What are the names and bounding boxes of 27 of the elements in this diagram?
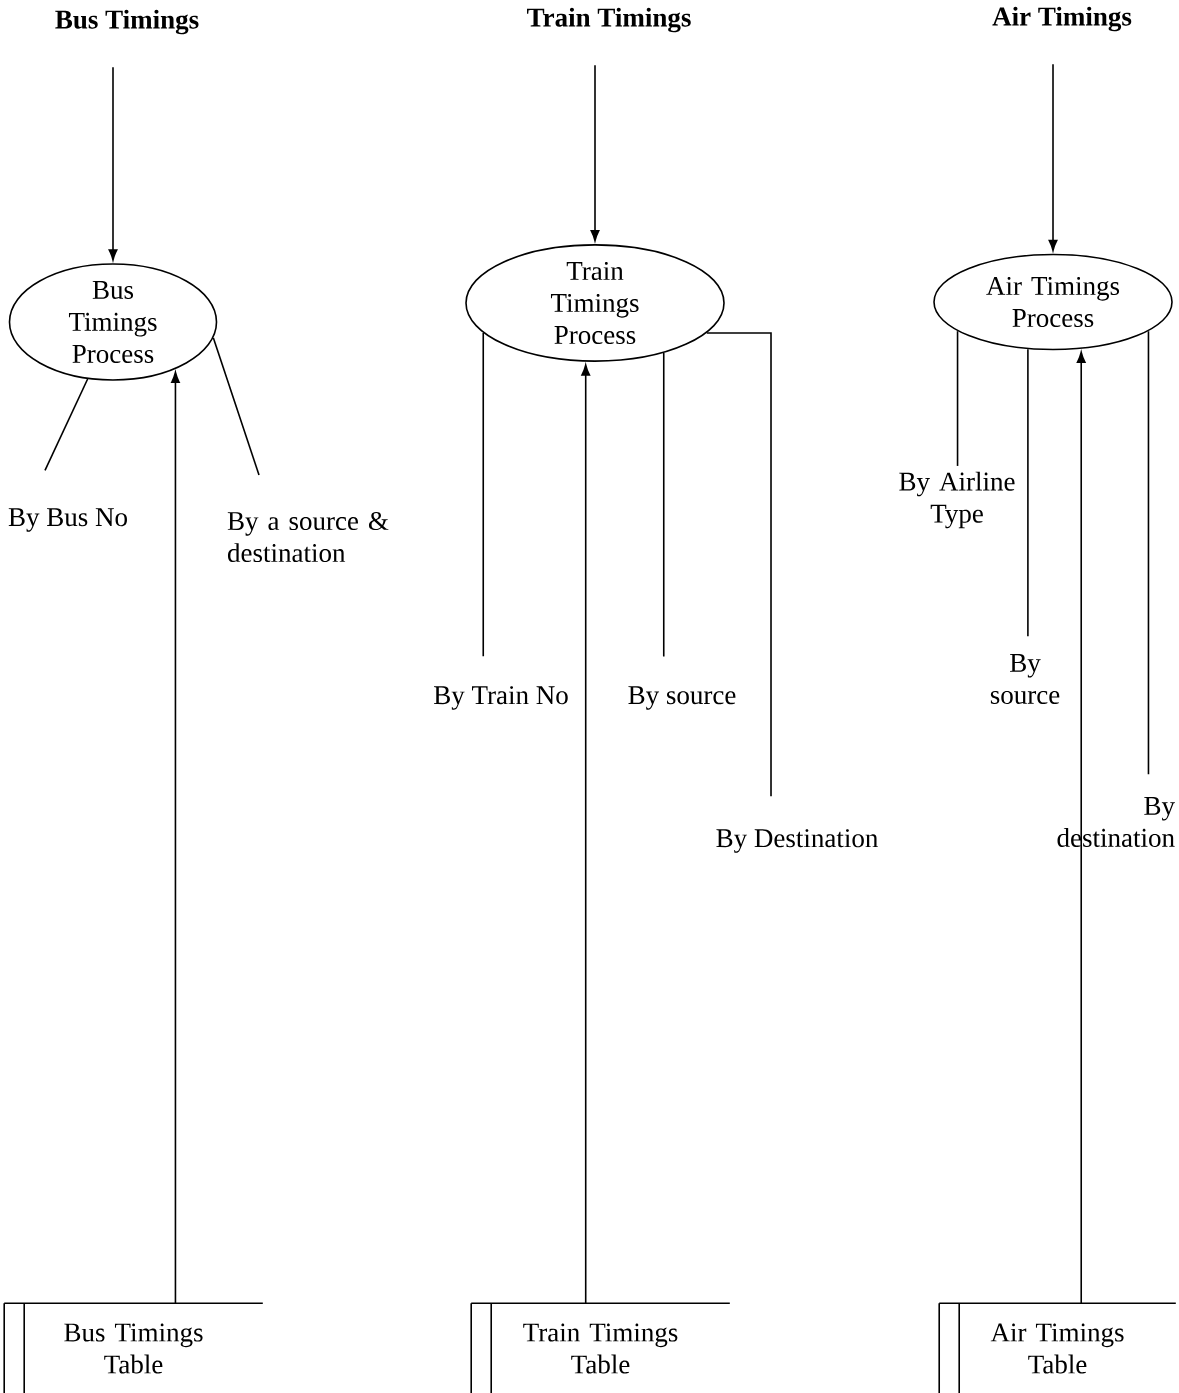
edge-label: By source bbox=[990, 654, 1060, 704]
edge-label: By source bbox=[628, 686, 736, 710]
heading: Train Timings bbox=[527, 7, 691, 33]
edge-label: By Destination bbox=[716, 829, 878, 853]
connector-line bbox=[44, 378, 89, 472]
connector-line bbox=[662, 352, 665, 658]
connector-line bbox=[482, 332, 485, 658]
connector-line bbox=[705, 332, 772, 798]
edge-label: By a source & destination bbox=[227, 511, 389, 563]
edge-label: By Airline Type bbox=[899, 471, 1015, 529]
connector-line bbox=[956, 330, 959, 467]
heading: Bus Timings bbox=[55, 9, 199, 35]
data-store: Train Timings Table bbox=[470, 1302, 731, 1393]
data-store: Air Timings Table bbox=[938, 1302, 1177, 1393]
data-store: Bus Timings Table bbox=[3, 1302, 264, 1393]
edge-label: By Bus No bbox=[8, 508, 127, 532]
connector-line bbox=[1147, 330, 1150, 776]
arrow bbox=[1076, 351, 1086, 1304]
edge-label: By Train No bbox=[434, 686, 568, 710]
arrow bbox=[108, 66, 118, 261]
arrow bbox=[171, 371, 180, 1304]
connector-line bbox=[212, 337, 260, 476]
arrow bbox=[590, 64, 600, 242]
heading: Air Timings bbox=[992, 6, 1132, 32]
arrow bbox=[581, 364, 591, 1304]
connector-line bbox=[1027, 348, 1029, 638]
arrow bbox=[1048, 63, 1058, 252]
